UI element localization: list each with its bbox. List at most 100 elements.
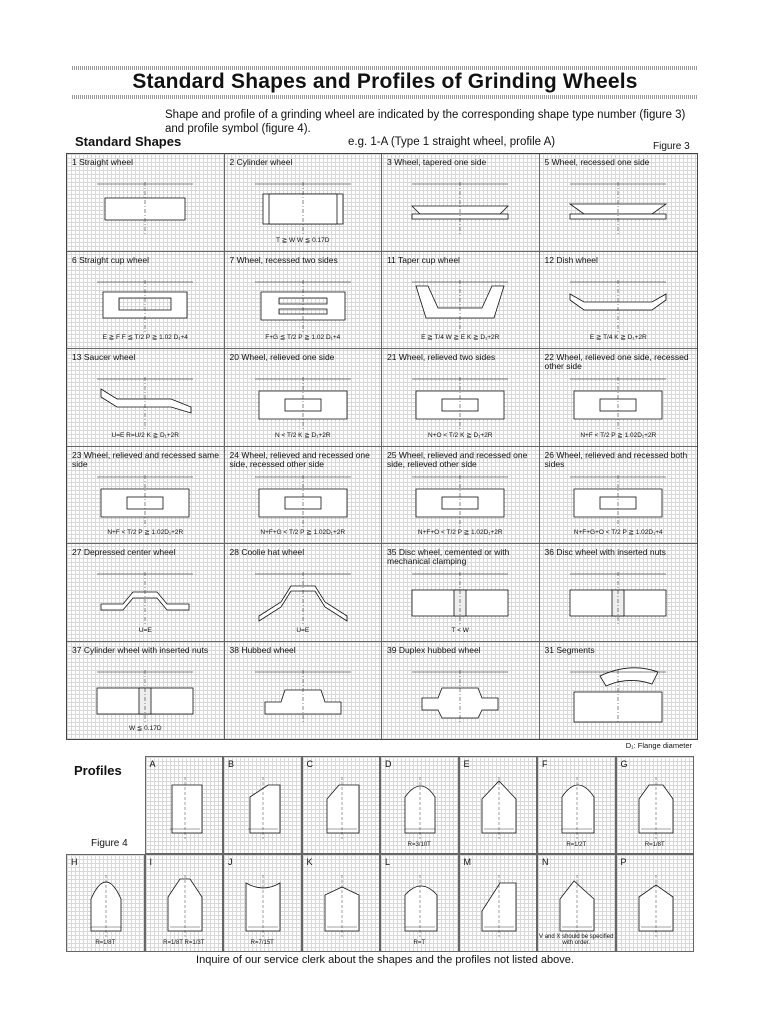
profile-letter: P <box>620 857 627 867</box>
shape-caption: 27 Depressed center wheel <box>72 547 176 557</box>
profiles-heading: Profiles <box>74 763 122 778</box>
title-rule <box>72 95 698 99</box>
shape-formula: N < T/2 K ≧ D₁+2R <box>274 431 331 439</box>
wheel-cross-section-drawing <box>412 669 508 722</box>
profile-drawing <box>248 777 281 839</box>
profile-drawing <box>561 777 595 839</box>
profile-cell: A <box>144 756 223 854</box>
wheel-cross-section-drawing <box>97 572 193 624</box>
profile-letter: G <box>620 759 628 769</box>
profile-letter: M <box>463 857 472 867</box>
profile-drawing <box>559 875 595 937</box>
wheel-cross-section-drawing <box>412 279 508 332</box>
shape-caption: 24 Wheel, relieved and recessed one side… <box>229 449 370 469</box>
shape-formula: E ≧ T/4 W ≧ E K ≧ D₁+2R <box>421 334 500 341</box>
profile-cell: K <box>301 854 380 952</box>
shape-formula: E ≧ T/4 K ≧ D₁+2R <box>589 334 647 341</box>
shape-formula: N+F+G+O < T/2 P ≧ 1.02D₁+4 <box>573 529 663 536</box>
top-rule <box>72 66 698 70</box>
figure4-label: Figure 4 <box>91 838 128 849</box>
profile-drawing <box>481 875 516 937</box>
profile-cell: I R=1/8T R=1/3T <box>144 854 223 952</box>
wheel-cross-section-drawing <box>97 377 193 429</box>
profile-cell: B <box>223 756 302 854</box>
shape-caption: 1 Straight wheel <box>72 157 133 167</box>
shape-caption: 25 Wheel, relieved and recessed one side… <box>387 449 528 469</box>
profile-cell: E <box>458 756 537 854</box>
shape-formula: T < W <box>451 626 469 634</box>
wheel-cross-section-drawing <box>254 377 351 429</box>
profile-drawing <box>404 875 438 937</box>
shape-formula: U=E <box>296 626 310 634</box>
shape-cell: 23 Wheel, relieved and recessed same sid… <box>67 446 225 544</box>
profile-letter: H <box>71 857 78 867</box>
profile-drawing <box>638 777 673 839</box>
shape-caption: 23 Wheel, relieved and recessed same sid… <box>72 449 219 469</box>
profile-drawing <box>638 875 673 937</box>
profile-drawing <box>167 875 202 937</box>
wheel-cross-section-drawing <box>412 377 508 429</box>
profile-formula: R=7/15T <box>250 940 274 946</box>
wheel-cross-section-drawing <box>97 474 193 527</box>
figure3-label: Figure 3 <box>653 141 690 152</box>
shape-formula: N+F < T/2 P ≧ 1.02D₁+2R <box>107 529 184 536</box>
shape-caption: 5 Wheel, recessed one side <box>544 157 650 167</box>
shape-formula: W ≦ 0.17D <box>128 725 162 732</box>
profile-drawing <box>404 777 436 839</box>
shape-caption: 12 Dish wheel <box>544 254 598 265</box>
profile-drawing <box>326 777 359 839</box>
shape-caption: 3 Wheel, tapered one side <box>387 157 487 167</box>
profile-formula: R=1/8T R=1/3T <box>163 940 205 946</box>
shape-cell: 3 Wheel, tapered one side <box>382 154 540 252</box>
shape-cell: 12 Dish wheel E ≧ T/4 K ≧ D₁+2R <box>539 252 697 349</box>
shape-formula: N+F+G < T/2 P ≧ 1.02D₁+2R <box>260 529 346 536</box>
shape-caption: 36 Disc wheel with inserted nuts <box>544 547 666 557</box>
shape-cell: 1 Straight wheel <box>67 154 225 252</box>
profile-letter: C <box>306 759 314 769</box>
shape-caption: 31 Segments <box>544 644 595 655</box>
profile-letter: N <box>542 857 549 867</box>
footer-note: Inquire of our service clerk about the s… <box>196 954 574 966</box>
wheel-cross-section-drawing <box>97 182 193 234</box>
shape-caption: 6 Straight cup wheel <box>72 254 150 265</box>
shape-cell: 38 Hubbed wheel <box>225 641 382 739</box>
shape-caption: 13 Saucer wheel <box>72 352 136 362</box>
shape-caption: 35 Disc wheel, cemented or with mechanic… <box>387 547 510 566</box>
wheel-cross-section-drawing <box>254 572 351 624</box>
shape-formula: U=E <box>138 626 152 634</box>
shape-cell: 24 Wheel, relieved and recessed one side… <box>224 446 382 544</box>
shape-caption: 39 Duplex hubbed wheel <box>387 644 481 655</box>
shape-cell: 22 Wheel, relieved one side, recessed ot… <box>539 349 697 447</box>
wheel-cross-section-drawing <box>569 474 666 527</box>
shape-formula: N+O < T/2 K ≧ D₁+2R <box>428 431 493 439</box>
profile-drawing <box>324 875 359 937</box>
wheel-cross-section-drawing <box>254 279 351 332</box>
shape-caption: 22 Wheel, relieved one side, recessed ot… <box>544 352 689 371</box>
profile-letter: L <box>385 857 391 867</box>
profile-letter: K <box>306 857 313 867</box>
profile-letter: I <box>149 857 153 867</box>
example-text: e.g. 1-A (Type 1 straight wheel, profile… <box>348 136 556 148</box>
shape-cell: 39 Duplex hubbed wheel <box>382 641 540 739</box>
wheel-cross-section-drawing <box>569 279 666 332</box>
shape-caption: 38 Hubbed wheel <box>229 644 296 655</box>
profile-letter: D <box>385 759 392 769</box>
shape-caption: 20 Wheel, relieved one side <box>229 352 335 362</box>
wheel-cross-section-drawing <box>254 182 351 234</box>
wheel-cross-section-drawing <box>97 279 193 332</box>
wheel-cross-section-drawing <box>411 572 509 624</box>
